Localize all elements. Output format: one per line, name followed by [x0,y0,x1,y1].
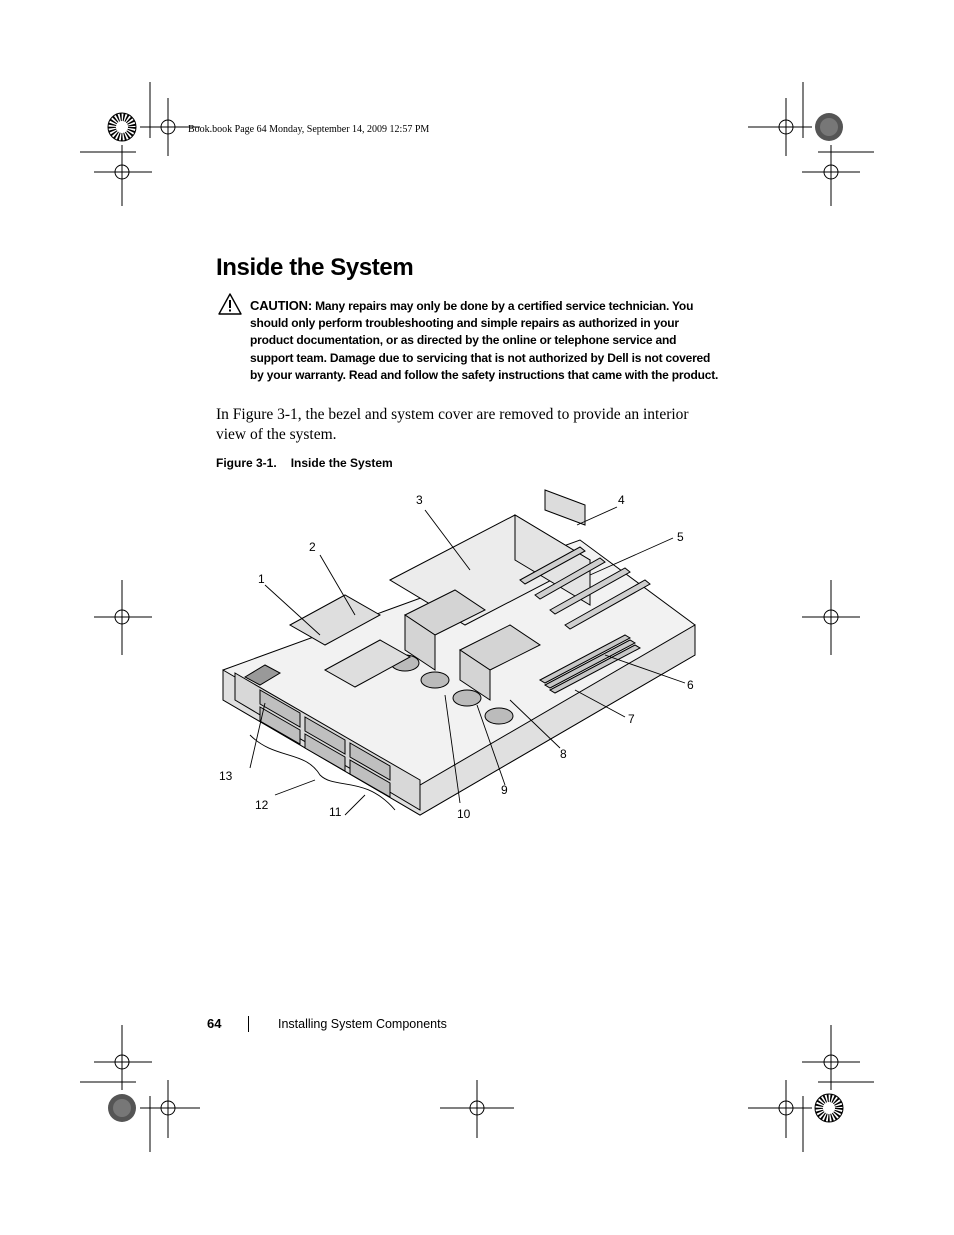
intro-paragraph: In Figure 3-1, the bezel and system cove… [216,406,689,443]
callout-2: 2 [309,540,316,554]
page-number: 64 [207,1016,222,1031]
callout-10: 10 [457,807,471,821]
chassis-drawing [222,489,696,816]
print-slug: Book.book Page 64 Monday, September 14, … [188,124,430,135]
figure-caption: Figure 3-1. Inside the System [216,456,393,470]
callout-11: 11 [329,805,342,819]
callout-3: 3 [416,493,423,507]
footer-divider [248,1016,249,1032]
caution-icon [218,293,242,315]
callout-13: 13 [219,769,233,783]
caution-notice: CAUTION: Many repairs may only be done b… [250,297,720,384]
callout-labels: 1 2 3 4 5 6 7 8 9 10 11 12 13 [219,493,694,821]
registration-mark-bottom-center [440,1080,514,1138]
callout-9: 9 [501,783,508,797]
registration-mark-mid-left [94,580,152,655]
section-title: Inside the System [216,254,414,281]
figure-title: Inside the System [290,456,393,470]
registration-mark-top-left [80,82,200,206]
registration-mark-top-right [748,82,874,206]
callout-6: 6 [687,678,694,692]
callout-leaders [249,506,686,816]
callout-1: 1 [258,572,265,586]
callout-8: 8 [560,747,567,761]
registration-mark-mid-right [802,580,860,655]
registration-mark-bottom-left [80,1025,200,1152]
figure-number: Figure 3-1. [216,456,277,470]
registration-mark-bottom-right [748,1025,874,1152]
caution-text: Many repairs may only be done by a certi… [250,299,719,382]
callout-4: 4 [618,493,625,507]
caution-label: CAUTION: [250,298,312,313]
callout-5: 5 [677,530,684,544]
callout-12: 12 [255,798,269,812]
callout-7: 7 [628,712,635,726]
footer-section-title: Installing System Components [278,1017,447,1031]
system-interior-illustration: 1 2 3 4 5 6 7 8 9 10 11 12 13 [219,489,696,821]
